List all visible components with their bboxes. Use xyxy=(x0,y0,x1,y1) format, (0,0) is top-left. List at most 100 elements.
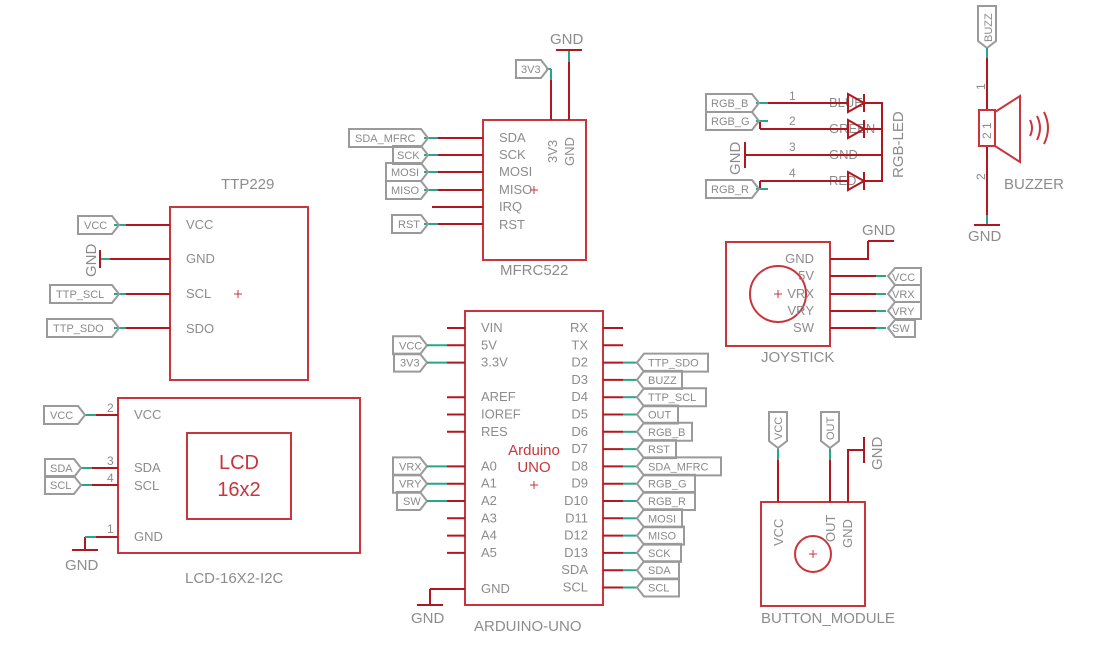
button-module[interactable]: BUTTON_MODULE VCC OUT GND GND xyxy=(760,437,895,628)
arduino-pin-label: D8 xyxy=(571,458,588,473)
net-flag-outline xyxy=(46,318,121,338)
net-flag-arduino-right[interactable]: RGB_B xyxy=(623,421,693,442)
mfrc522-module[interactable]: MFRC522 SDA SCK MOSI MISO IRQ RST 3V3 GN… xyxy=(424,31,587,279)
button-pin-vcc: VCC xyxy=(771,519,786,546)
net-flag-outline xyxy=(635,352,709,373)
arduino-pin-label: SDA xyxy=(561,562,588,577)
net-flag-mfrc-sck[interactable]: SCK xyxy=(392,145,430,165)
arduino-pin-label: GND xyxy=(481,581,510,596)
net-flag-mfrc-mosi[interactable]: MOSI xyxy=(385,162,430,182)
arduino-pin-label: D9 xyxy=(571,476,588,491)
net-flag-joy-vrx[interactable]: VRX xyxy=(886,284,922,303)
button-pin-out: OUT xyxy=(823,515,838,543)
net-flag-mfrc-miso[interactable]: MISO xyxy=(385,180,430,200)
lcd-pin-number: 4 xyxy=(107,471,114,485)
net-flag-arduino-right[interactable]: SDA xyxy=(623,560,680,581)
mfrc522-origin-cross xyxy=(530,186,538,194)
buzzer-gnd-label: GND xyxy=(968,228,1002,245)
arduino-uno-module[interactable]: Arduino UNO ARDUINO-UNO VIN5V3.3VAREFIOR… xyxy=(411,310,623,635)
net-flag-label: TTP_SDO xyxy=(53,323,104,335)
net-flag-label: 3V3 xyxy=(400,358,420,370)
net-flag-label: VRX xyxy=(892,289,915,301)
net-flag-label: RGB_R xyxy=(648,496,686,508)
net-flag-label: BUZZ xyxy=(983,13,995,42)
net-flag-ttp-scl[interactable]: TTP_SCL xyxy=(49,284,121,304)
joystick-pin-vry: VRY xyxy=(788,303,815,318)
joystick-module[interactable]: JOYSTICK GND 5V VRX VRY SW GND xyxy=(725,222,896,366)
net-flag-arduino-right[interactable]: RST xyxy=(623,439,677,460)
net-flag-arduino-left[interactable]: VRY xyxy=(392,473,447,494)
net-flag-arduino-right[interactable]: BUZZ xyxy=(623,369,683,390)
net-flag-arduino-right[interactable]: RGB_G xyxy=(623,473,696,494)
net-flag-rgb-g[interactable]: RGB_G xyxy=(705,111,761,131)
net-flag-label: SDA xyxy=(648,565,671,577)
net-flag-lcd-scl[interactable]: SCL xyxy=(44,475,83,495)
arduino-right-net-flags[interactable]: TTP_SDOBUZZTTP_SCLOUTRGB_BRSTSDA_MFRCRGB… xyxy=(623,352,722,598)
net-flag-arduino-left[interactable]: SW xyxy=(396,491,447,511)
ttp229-module[interactable]: TTP229 VCC GND SCL SDO GND xyxy=(83,176,309,381)
net-flag-btn-vcc[interactable]: VCC xyxy=(768,411,788,450)
buzzer-module[interactable]: BUZZ 2 1 1 2 BUZZER GND xyxy=(968,5,1064,245)
net-flag-joy-sw[interactable]: SW xyxy=(886,319,916,338)
net-flag-label: SW xyxy=(892,323,910,335)
rgb-pin-number: 1 xyxy=(789,89,796,103)
net-flag-arduino-right[interactable]: RGB_R xyxy=(623,491,696,511)
mfrc522-pin-3v3: 3V3 xyxy=(545,140,560,163)
buzzer-body xyxy=(978,109,996,147)
net-flag-arduino-right[interactable]: SDA_MFRC xyxy=(623,456,722,477)
net-flag-btn-out[interactable]: OUT xyxy=(820,411,840,450)
net-flag-outline xyxy=(705,111,761,131)
rgb-pin-number: 2 xyxy=(789,114,796,128)
lcd-pin-number: 1 xyxy=(107,522,114,536)
net-flag-arduino-right[interactable]: TTP_SCL xyxy=(623,387,707,408)
net-flag-outline xyxy=(391,214,430,234)
net-flag-outline xyxy=(635,508,683,529)
net-flag-buzz[interactable]: BUZZ xyxy=(977,5,997,50)
net-flag-label: VCC xyxy=(84,220,107,232)
button-cap xyxy=(794,535,832,573)
arduino-title-line1: Arduino xyxy=(508,442,560,459)
net-flag-lcd-vcc[interactable]: VCC xyxy=(43,405,87,425)
net-flag-rgb-r[interactable]: RGB_R xyxy=(705,179,761,199)
net-flag-lcd-sda[interactable]: SDA xyxy=(44,458,83,478)
arduino-pin-label: D7 xyxy=(571,441,588,456)
ttp229-origin-cross xyxy=(234,290,242,298)
net-flag-arduino-left[interactable]: VCC xyxy=(392,335,447,356)
net-flag-mfrc-sda[interactable]: SDA_MFRC xyxy=(348,128,430,148)
net-flag-outline xyxy=(635,560,680,581)
net-flag-outline xyxy=(393,352,429,373)
net-flag-arduino-right[interactable]: SCL xyxy=(623,577,680,598)
rgb-led-module[interactable]: RGB-LED BLUE GREEN GND RED 1 2 3 4 GND xyxy=(727,89,907,192)
lcd-pin-lines xyxy=(80,414,118,550)
net-flag-outline xyxy=(635,542,682,563)
arduino-pin-label: A0 xyxy=(481,458,497,473)
button-pin-tips xyxy=(777,448,831,460)
net-flag-arduino-right[interactable]: MOSI xyxy=(623,508,683,529)
net-flag-mfrc-rst[interactable]: RST xyxy=(391,214,430,234)
net-flag-arduino-right[interactable]: TTP_SDO xyxy=(623,352,709,373)
net-flag-ttp-sdo[interactable]: TTP_SDO xyxy=(46,318,121,338)
net-flag-arduino-left[interactable]: VRX xyxy=(392,456,447,477)
net-flag-label: SW xyxy=(403,496,421,508)
net-flag-arduino-right[interactable]: SCK xyxy=(623,542,682,563)
net-flag-joy-vcc[interactable]: VCC xyxy=(886,267,922,286)
net-flag-arduino-left[interactable]: 3V3 xyxy=(393,352,447,373)
net-flag-arduino-right[interactable]: OUT xyxy=(623,404,679,425)
lcd-module[interactable]: LCD 16x2 LCD-16X2-I2C VCC SDA SCL GND 2 … xyxy=(65,397,361,587)
net-flag-label: OUT xyxy=(825,417,837,441)
mfrc522-gnd-label: GND xyxy=(550,31,584,48)
net-flag-outline xyxy=(348,128,430,148)
net-flag-label: RGB_B xyxy=(648,427,685,439)
arduino-origin-cross xyxy=(530,481,538,489)
net-flag-mfrc-3v3[interactable]: 3V3 xyxy=(515,59,550,79)
net-flag-arduino-right[interactable]: MISO xyxy=(623,525,685,546)
net-flag-rgb-b[interactable]: RGB_B xyxy=(705,93,761,113)
net-flag-label: RGB_R xyxy=(711,184,749,196)
net-flag-label: RST xyxy=(398,219,420,231)
net-flag-joy-vry[interactable]: VRY xyxy=(886,301,922,320)
arduino-pin-label: TX xyxy=(571,337,588,352)
net-flag-ttp-vcc[interactable]: VCC xyxy=(77,215,121,235)
